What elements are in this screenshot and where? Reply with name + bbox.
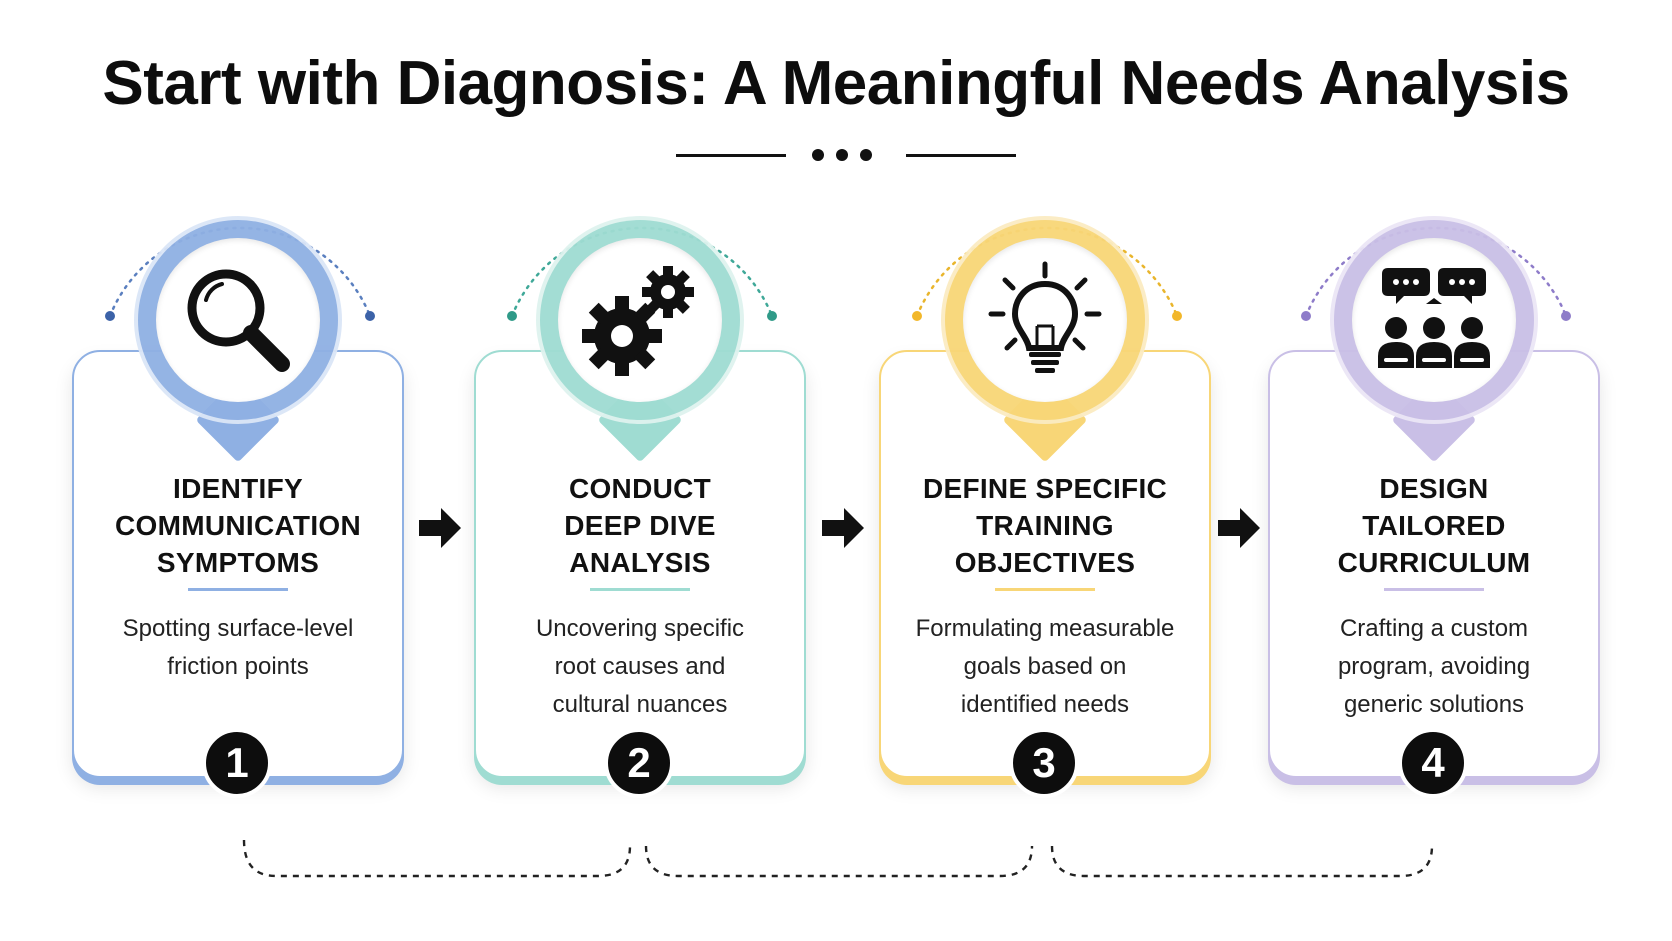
step-card-1: IdentifyCommunicationSymptoms Spotting s… xyxy=(70,190,410,830)
step-number-badge: 2 xyxy=(604,728,674,798)
arrow-right-icon xyxy=(419,508,461,548)
heading-rule xyxy=(590,588,690,591)
icon-badge xyxy=(540,220,740,463)
magnifier-icon xyxy=(187,269,290,372)
step-heading: IdentifyCommunicationSymptoms xyxy=(114,473,361,578)
arrow-right-icon xyxy=(822,508,864,548)
step-card-4: DesignTailoredCurriculum Crafting a cust… xyxy=(1266,190,1606,830)
dotted-arc xyxy=(1301,226,1571,321)
icon-badge xyxy=(945,220,1145,463)
lightbulb-icon xyxy=(988,261,1102,373)
step-card-2: ConductDeep DiveAnalysis Uncovering spec… xyxy=(472,190,812,830)
icon-badge xyxy=(138,220,338,463)
heading-rule xyxy=(188,588,288,591)
gears-icon xyxy=(582,266,694,376)
step-number-badge: 4 xyxy=(1398,728,1468,798)
step-card-3: Define SpecificTrainingObjectives Formul… xyxy=(877,190,1217,830)
title-divider xyxy=(676,142,1016,168)
dotted-arc xyxy=(105,226,375,321)
dotted-arc xyxy=(507,226,777,321)
step-number-badge: 1 xyxy=(202,728,272,798)
dotted-arc xyxy=(912,226,1182,321)
page-title: Start with Diagnosis: A Meaningful Needs… xyxy=(102,49,1570,118)
heading-rule xyxy=(1384,588,1484,591)
arrow-right-icon xyxy=(1218,508,1260,548)
step-heading: DesignTailoredCurriculum xyxy=(1337,473,1531,578)
team-discussion-icon xyxy=(1378,268,1490,368)
icon-badge xyxy=(1334,220,1534,463)
heading-rule xyxy=(995,588,1095,591)
step-heading: Define SpecificTrainingObjectives xyxy=(922,473,1168,578)
step-heading: ConductDeep DiveAnalysis xyxy=(564,473,716,578)
step-number-badge: 3 xyxy=(1009,728,1079,798)
